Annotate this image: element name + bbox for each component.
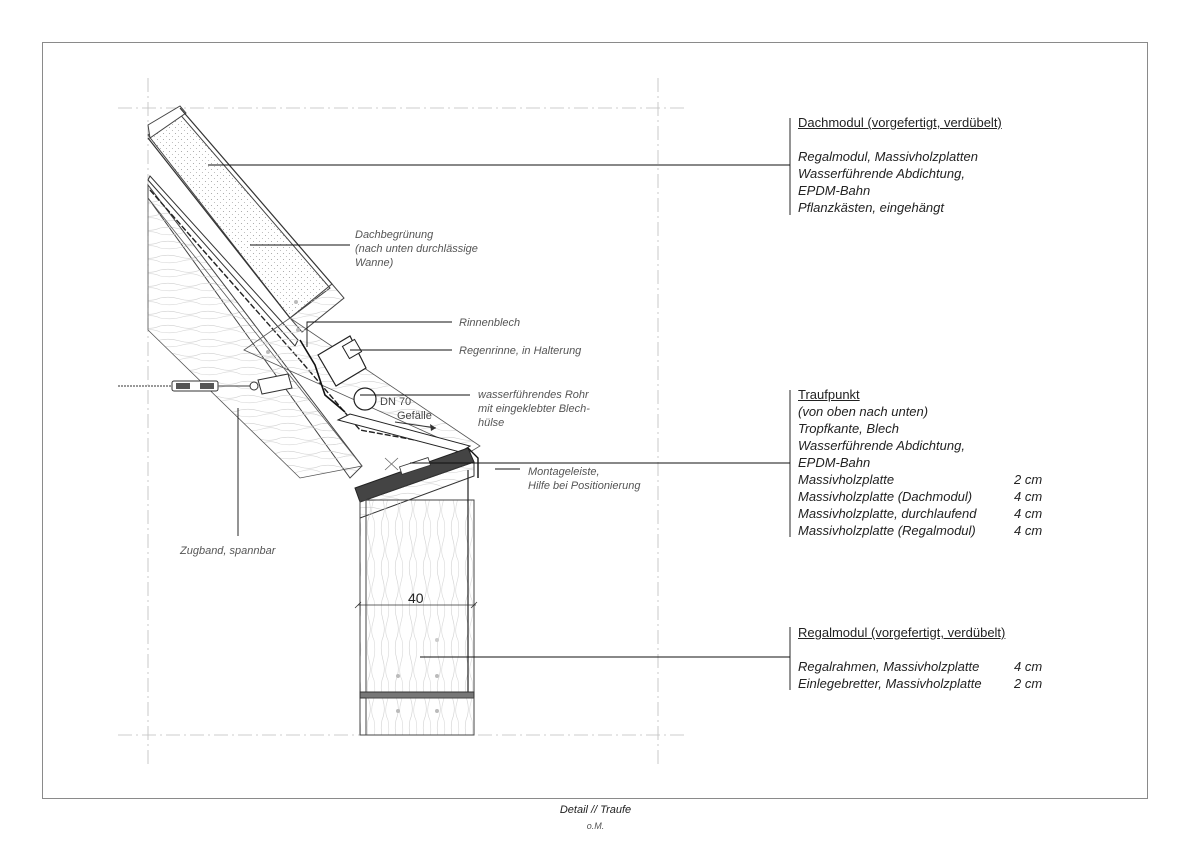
note-line: Montageleiste, — [528, 466, 600, 478]
slope-arrow — [394, 421, 437, 431]
legend-item-text: Tropfkante, Blech — [798, 421, 899, 436]
legend-item: Wasserführende Abdichtung, — [798, 166, 965, 181]
legend-row: (von oben nach unten) — [798, 403, 1042, 420]
legend-item-text: Massivholzplatte, durchlaufend — [798, 506, 977, 521]
legend-row: EPDM-Bahn — [798, 454, 1042, 471]
note-line: wasserführendes Rohr — [478, 389, 589, 401]
legend-item-text: Massivholzplatte (Regalmodul) — [798, 523, 976, 538]
legend-item-text: (von oben nach unten) — [798, 404, 929, 419]
legend-item-value: 4 cm — [1014, 506, 1043, 521]
legend-item-text: Regalrahmen, Massivholzplatte — [798, 659, 980, 674]
legend-item-value: 2 cm — [1014, 472, 1043, 487]
note-line: Dachbegrünung — [355, 229, 434, 241]
note-rinnenblech: Rinnenblech — [459, 317, 521, 329]
label-dn70: DN 70 — [380, 396, 412, 408]
tension-cable — [118, 373, 293, 395]
legend-row: Wasserführende Abdichtung, — [798, 437, 1042, 454]
legend-item-value: 2 cm — [1014, 676, 1043, 691]
legend-row: Massivholzplatte, durchlaufend 4 cm — [798, 505, 1042, 522]
legend-heading: Dachmodul (vorgefertigt, verdübelt) — [798, 115, 1002, 130]
note-line: hülse — [478, 417, 505, 429]
legend-heading: Traufpunkt — [798, 387, 860, 402]
note-zugband: Zugband, spannbar — [180, 545, 276, 557]
caption-scale: o.M. — [586, 821, 605, 831]
legend-item-text: Wasserführende Abdichtung, — [798, 438, 965, 453]
legend-item-text: Massivholzplatte (Dachmodul) — [798, 489, 973, 504]
note-montageleiste: Montageleiste, Hilfe bei Positionierung — [528, 465, 641, 493]
legend-item-value: 4 cm — [1014, 659, 1043, 674]
legend-row: Regalrahmen, Massivholzplatte 4 cm — [798, 658, 1042, 675]
drawing-frame — [42, 42, 1148, 799]
legend-item: EPDM-Bahn — [798, 183, 871, 198]
legend-row: Massivholzplatte (Regalmodul) 4 cm — [798, 522, 1042, 539]
legend-item-value: 4 cm — [1014, 523, 1043, 538]
shelf-module — [359, 470, 475, 736]
legend-item-text: Einlegebretter, Massivholzplatte — [798, 676, 982, 691]
legend-item-text: EPDM-Bahn — [798, 455, 871, 470]
legend-row: Tropfkante, Blech — [798, 420, 1042, 437]
leader-lines — [208, 118, 791, 690]
legend-item-text: Massivholzplatte — [798, 472, 895, 487]
legend-row: Einlegebretter, Massivholzplatte 2 cm — [798, 675, 1042, 692]
note-line: Hilfe bei Positionierung — [528, 480, 641, 492]
legend-traufpunkt: Traufpunkt (von oben nach unten) Tropfka… — [798, 386, 1042, 539]
note-line: (nach unten durchlässige — [355, 243, 478, 255]
caption-title: Detail // Traufe — [559, 804, 632, 816]
legend-heading: Regalmodul (vorgefertigt, verdübelt) — [798, 625, 1006, 640]
legend-item: Pflanzkästen, eingehängt — [798, 200, 944, 215]
note-dachbegruenung: Dachbegrünung (nach unten durchlässige W… — [355, 228, 478, 270]
legend-item-value: 4 cm — [1014, 489, 1043, 504]
legend-regalmodul: Regalmodul (vorgefertigt, verdübelt) Reg… — [798, 624, 1042, 692]
legend-dachmodul: Dachmodul (vorgefertigt, verdübelt) Rega… — [798, 114, 1002, 216]
note-rohr: wasserführendes Rohr mit eingeklebter Bl… — [478, 388, 590, 430]
note-regenrinne: Regenrinne, in Halterung — [459, 345, 582, 357]
dimension-line — [354, 601, 478, 609]
note-line: Wanne) — [355, 257, 394, 269]
legend-row: Massivholzplatte (Dachmodul) 4 cm — [798, 488, 1042, 505]
dimension-value: 40 — [408, 590, 424, 606]
label-gefaelle: Gefälle — [397, 410, 432, 422]
roof-module — [147, 105, 481, 479]
note-line: mit eingeklebter Blech- — [478, 403, 590, 415]
legend-item: Regalmodul, Massivholzplatten — [798, 149, 978, 164]
legend-row: Massivholzplatte 2 cm — [798, 471, 1042, 488]
